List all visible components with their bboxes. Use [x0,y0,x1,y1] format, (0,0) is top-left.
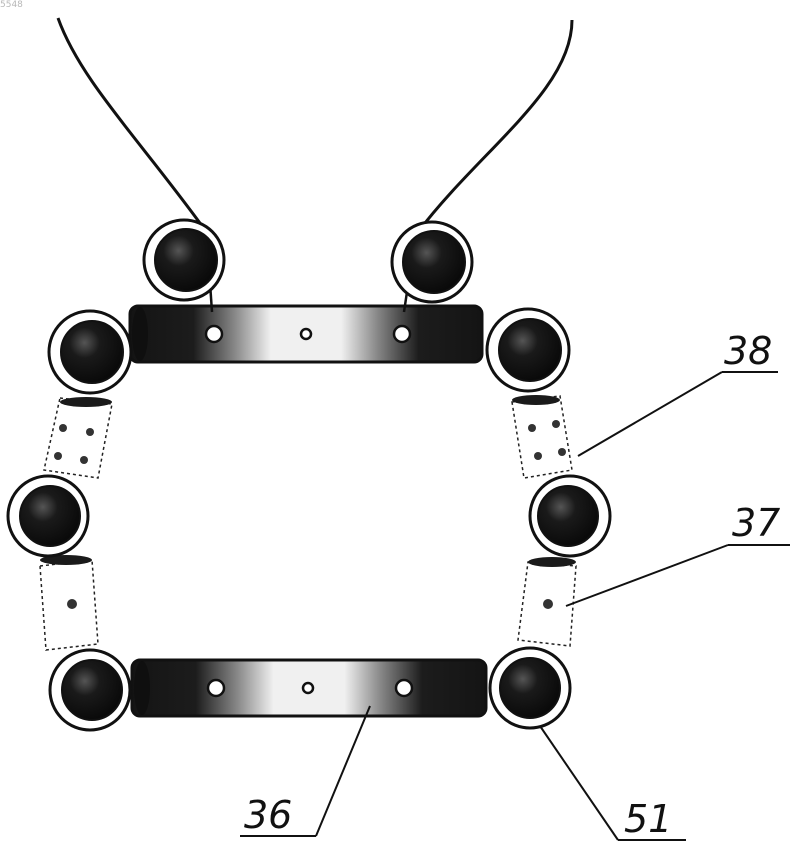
ref-label-51: 51 [624,797,672,841]
right-cord [418,20,572,232]
bead-mid-right [530,476,610,556]
bar-36 [132,660,486,716]
bead-top-left [144,220,224,300]
left-upper-link [44,397,112,478]
top-bar [130,306,482,362]
left-cord [58,18,205,230]
left-lower-link [40,555,98,650]
leader-38 [578,372,778,456]
leader-37 [566,545,790,606]
link-38 [512,395,572,478]
bead-upper-right [487,309,569,391]
bead-51 [490,648,570,728]
ref-label-36: 36 [244,793,292,837]
ref-label-37: 37 [732,501,780,545]
ref-label-38: 38 [724,329,772,373]
link-37 [518,557,576,646]
bead-lower-left [50,650,130,730]
bead-mid-left [8,476,88,556]
bead-upper-left [49,311,131,393]
bead-top-right [392,222,472,302]
